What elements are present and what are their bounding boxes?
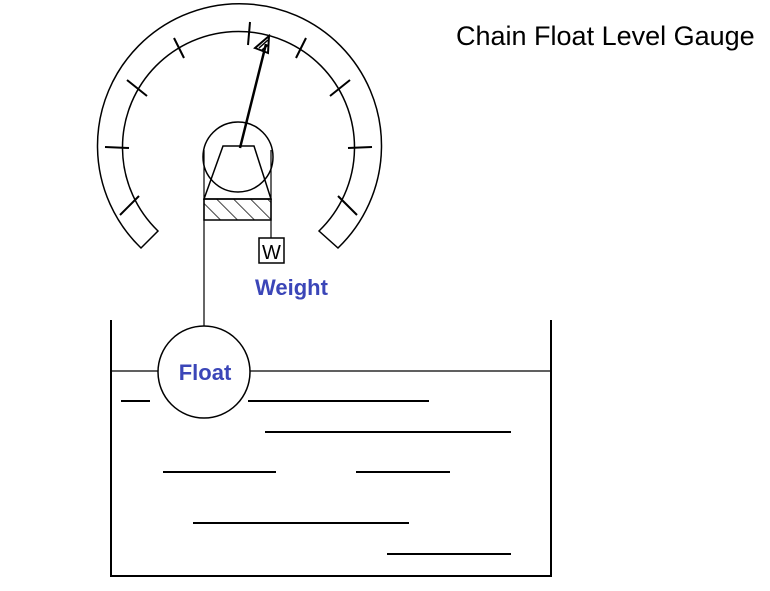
gauge-dial-ring <box>96 2 383 250</box>
tank-outline <box>110 320 552 577</box>
gauge-pointer <box>238 33 271 149</box>
gauge-ticks <box>104 21 373 216</box>
gauge-tick <box>337 195 358 216</box>
liquid-marks <box>121 400 511 555</box>
hatched-counter-block <box>203 198 272 221</box>
float-label: Float <box>179 360 232 385</box>
gauge-tick <box>119 195 140 216</box>
pulley-wheel <box>202 121 274 193</box>
gauge-tick <box>247 21 251 46</box>
gauge-tick <box>126 79 148 97</box>
gauge-tick <box>347 146 373 149</box>
float-ball <box>157 325 251 419</box>
pulley-bracket <box>202 145 273 200</box>
gauge-tick <box>295 37 307 59</box>
diagram-title: Chain Float Level Gauge <box>456 21 755 51</box>
counterweight-box-label: W <box>262 242 281 264</box>
gauge-tick <box>173 37 185 59</box>
gauge-tick <box>329 79 351 97</box>
gauge-tick <box>104 146 130 149</box>
counterweight-box <box>258 237 285 264</box>
weight-label: Weight <box>255 275 329 300</box>
